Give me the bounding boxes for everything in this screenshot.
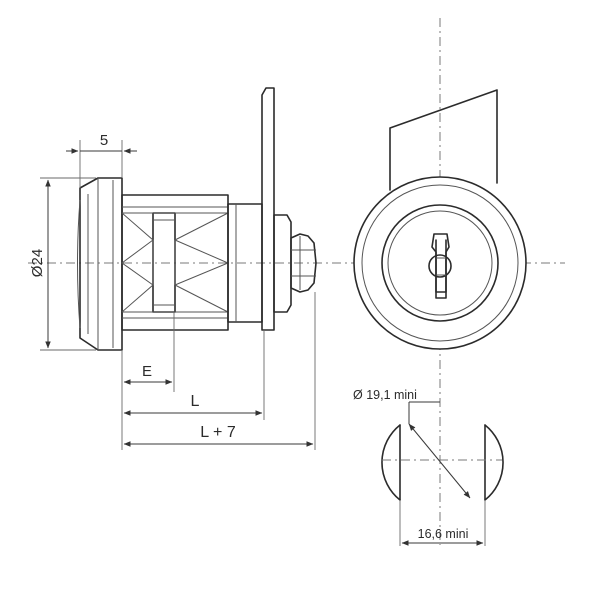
cutout-right-arc: [484, 424, 504, 501]
lock-flange: [77, 177, 123, 351]
front-bezel-inner: [361, 184, 519, 342]
l-plus-7-dimension-label: L + 7: [200, 424, 236, 441]
cam-blade: [261, 87, 275, 331]
rear-boss: [273, 214, 292, 313]
keyway: [428, 233, 452, 299]
front-cam-blade: [389, 89, 498, 191]
side-view-dimensions: 5 Ø24 E L L + 7: [29, 132, 316, 450]
rear-screw: [290, 233, 317, 293]
front-bezel-outer: [353, 176, 527, 350]
e-dimension-label: E: [142, 363, 152, 380]
flange-width-dimension-label: 5: [100, 132, 108, 149]
cutout-width-label: 16,6 mini: [418, 527, 469, 541]
lock-body: [121, 194, 230, 331]
front-view: [353, 18, 527, 545]
cutout-diameter-label: Ø 19,1 mini: [353, 388, 417, 402]
side-view: [28, 87, 565, 351]
cutout-left-arc: [381, 424, 401, 501]
front-cylinder: [381, 204, 499, 322]
panel-cutout-detail: Ø 19,1 mini 16,6 mini: [353, 388, 504, 546]
l-dimension-label: L: [191, 393, 200, 410]
flange-diameter-dimension-label: Ø24: [29, 249, 46, 277]
